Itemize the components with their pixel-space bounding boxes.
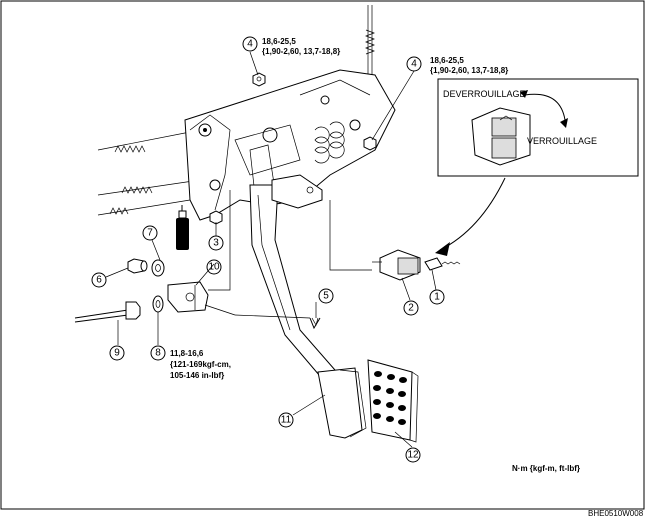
svg-text:105-146 in-lbf}: 105-146 in-lbf} xyxy=(170,371,224,380)
unlock-label: DEVERROUILLAGE xyxy=(443,89,526,99)
leader-lines xyxy=(105,51,437,448)
callout-1: 1 xyxy=(429,289,445,305)
svg-text:18,6-25,5: 18,6-25,5 xyxy=(430,56,464,65)
callout-10: 10 xyxy=(206,259,222,275)
callout-9: 9 xyxy=(109,345,125,361)
nut-3 xyxy=(209,210,223,225)
callout-5: 5 xyxy=(318,288,334,304)
svg-text:1: 1 xyxy=(434,292,440,303)
callout-4a: 4 xyxy=(242,36,258,52)
svg-text:{1,90-2,60, 13,7-18,8}: {1,90-2,60, 13,7-18,8} xyxy=(262,47,340,56)
brake-switch-2 xyxy=(372,249,421,281)
nut-top xyxy=(252,72,266,87)
callout-12: 12 xyxy=(405,447,421,463)
svg-text:18,6-25,5: 18,6-25,5 xyxy=(262,37,296,46)
bolt-9 xyxy=(74,301,141,323)
connector-1 xyxy=(424,257,461,271)
grease-tube xyxy=(176,205,189,250)
brake-pedal-arm xyxy=(249,174,336,383)
svg-text:{1,90-2,60, 13,7-18,8}: {1,90-2,60, 13,7-18,8} xyxy=(430,66,508,75)
clip-5 xyxy=(309,317,321,330)
pedal-bracket xyxy=(184,69,396,221)
callout-11: 11 xyxy=(278,412,294,428)
svg-text:6: 6 xyxy=(96,275,102,286)
torque-spec-right: 18,6-25,5 {1,90-2,60, 13,7-18,8} xyxy=(430,56,508,75)
svg-text:10: 10 xyxy=(208,262,220,273)
left-springs xyxy=(97,131,201,216)
svg-text:3: 3 xyxy=(213,238,219,249)
svg-text:11: 11 xyxy=(281,415,292,426)
svg-text:9: 9 xyxy=(114,348,120,359)
torque-spec-top: 18,6-25,5 {1,90-2,60, 13,7-18,8} xyxy=(262,37,340,56)
callout-2: 2 xyxy=(403,300,419,316)
svg-text:11,8-16,6: 11,8-16,6 xyxy=(170,349,204,358)
top-spring-rod xyxy=(365,5,375,75)
svg-text:{121-169kgf-cm,: {121-169kgf-cm, xyxy=(170,360,231,369)
nut-right xyxy=(363,136,377,151)
figure-code: BHE0510W008 xyxy=(588,509,644,518)
svg-text:4: 4 xyxy=(411,59,417,70)
svg-text:12: 12 xyxy=(407,450,419,461)
callout-6: 6 xyxy=(91,272,107,288)
units-note: N·m {kgf-m, ft-lbf} xyxy=(512,464,580,473)
callout-8: 8 xyxy=(150,345,166,361)
pedal-pad-11 xyxy=(317,367,367,439)
pointer-arrow xyxy=(435,177,506,256)
callout-7: 7 xyxy=(142,225,158,241)
bushing-6 xyxy=(127,258,148,274)
inset-box xyxy=(437,78,639,177)
torque-spec-bottom: 11,8-16,6 {121-169kgf-cm, 105-146 in-lbf… xyxy=(170,349,231,380)
svg-text:8: 8 xyxy=(155,348,161,359)
lock-label: VERROUILLAGE xyxy=(527,136,597,146)
callout-3: 3 xyxy=(208,235,224,251)
clevis-10 xyxy=(167,281,209,313)
svg-text:4: 4 xyxy=(247,39,253,50)
svg-text:7: 7 xyxy=(147,228,153,239)
washer-8 xyxy=(152,295,164,313)
callout-4b: 4 xyxy=(406,56,422,72)
pedal-pad-cover-12 xyxy=(367,359,419,443)
svg-text:5: 5 xyxy=(323,291,329,302)
svg-text:2: 2 xyxy=(408,303,414,314)
collar-7 xyxy=(151,259,165,277)
